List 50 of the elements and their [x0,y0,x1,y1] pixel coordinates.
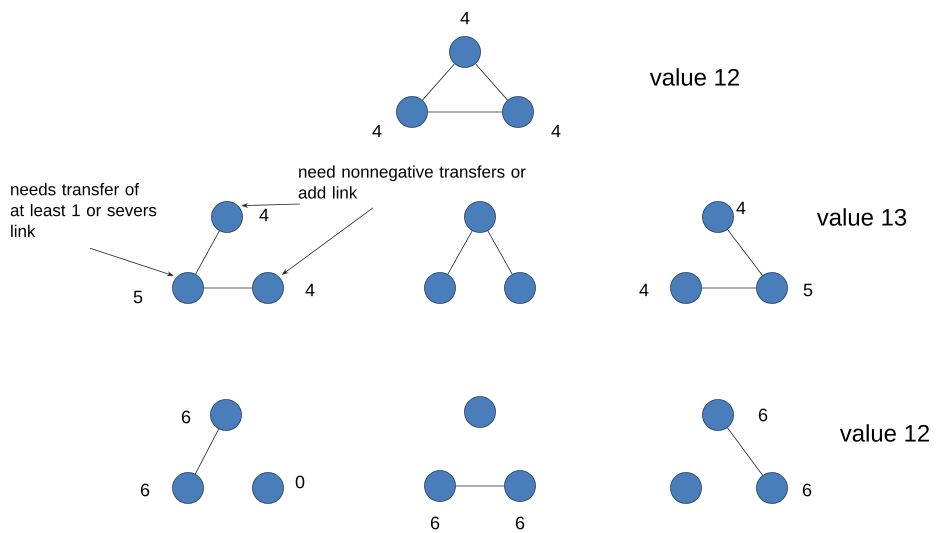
node-circle [702,399,734,431]
value-label: value 12 [650,68,739,86]
node-circle [424,272,456,304]
annotation-text: need nonnegative transfers or add link [298,165,526,199]
value-number: 4 [305,284,314,296]
value-number: 4 [259,208,268,222]
value-number: 4 [736,202,746,214]
node-circle [252,272,284,304]
value-label: value 12 [840,424,929,442]
value-number: 6 [182,410,190,424]
node-circle [504,470,536,502]
node-circle [702,201,734,233]
value-number: 0 [296,476,304,488]
node-circle [670,472,702,504]
value-number: 6 [430,516,440,530]
value-number: 4 [551,124,560,138]
value-number: 4 [372,124,382,138]
node-circle [211,201,243,233]
link-line [195,230,220,274]
link-line [422,64,455,100]
link-line [194,428,220,474]
value-number: 6 [758,408,768,422]
node-circle [464,201,496,233]
value-label: value 13 [816,208,906,226]
value-number: 6 [140,484,150,496]
value-number: 4 [460,12,470,24]
node-circle [396,96,428,128]
value-number: 5 [134,290,142,304]
node-circle [172,472,204,504]
node-circle [172,272,204,304]
node-circle [464,396,496,428]
value-number: 4 [639,284,648,296]
value-number: 5 [804,284,812,296]
annotation-text: needs transfer of at least 1 or severs link [10,182,156,238]
node-circle [449,36,481,68]
link-line [487,230,513,275]
value-number: 6 [802,484,812,496]
node-circle [756,272,788,304]
node-circle [210,399,242,431]
node-circle [504,272,536,304]
node-circle [252,472,284,504]
value-number: 6 [516,516,524,530]
node-circle [502,96,534,128]
link-line [475,64,508,100]
link-line [727,427,763,476]
node-circle [670,272,702,304]
node-circle [424,470,456,502]
link-line [447,230,473,275]
node-circle [756,472,788,504]
link-line [727,229,763,276]
